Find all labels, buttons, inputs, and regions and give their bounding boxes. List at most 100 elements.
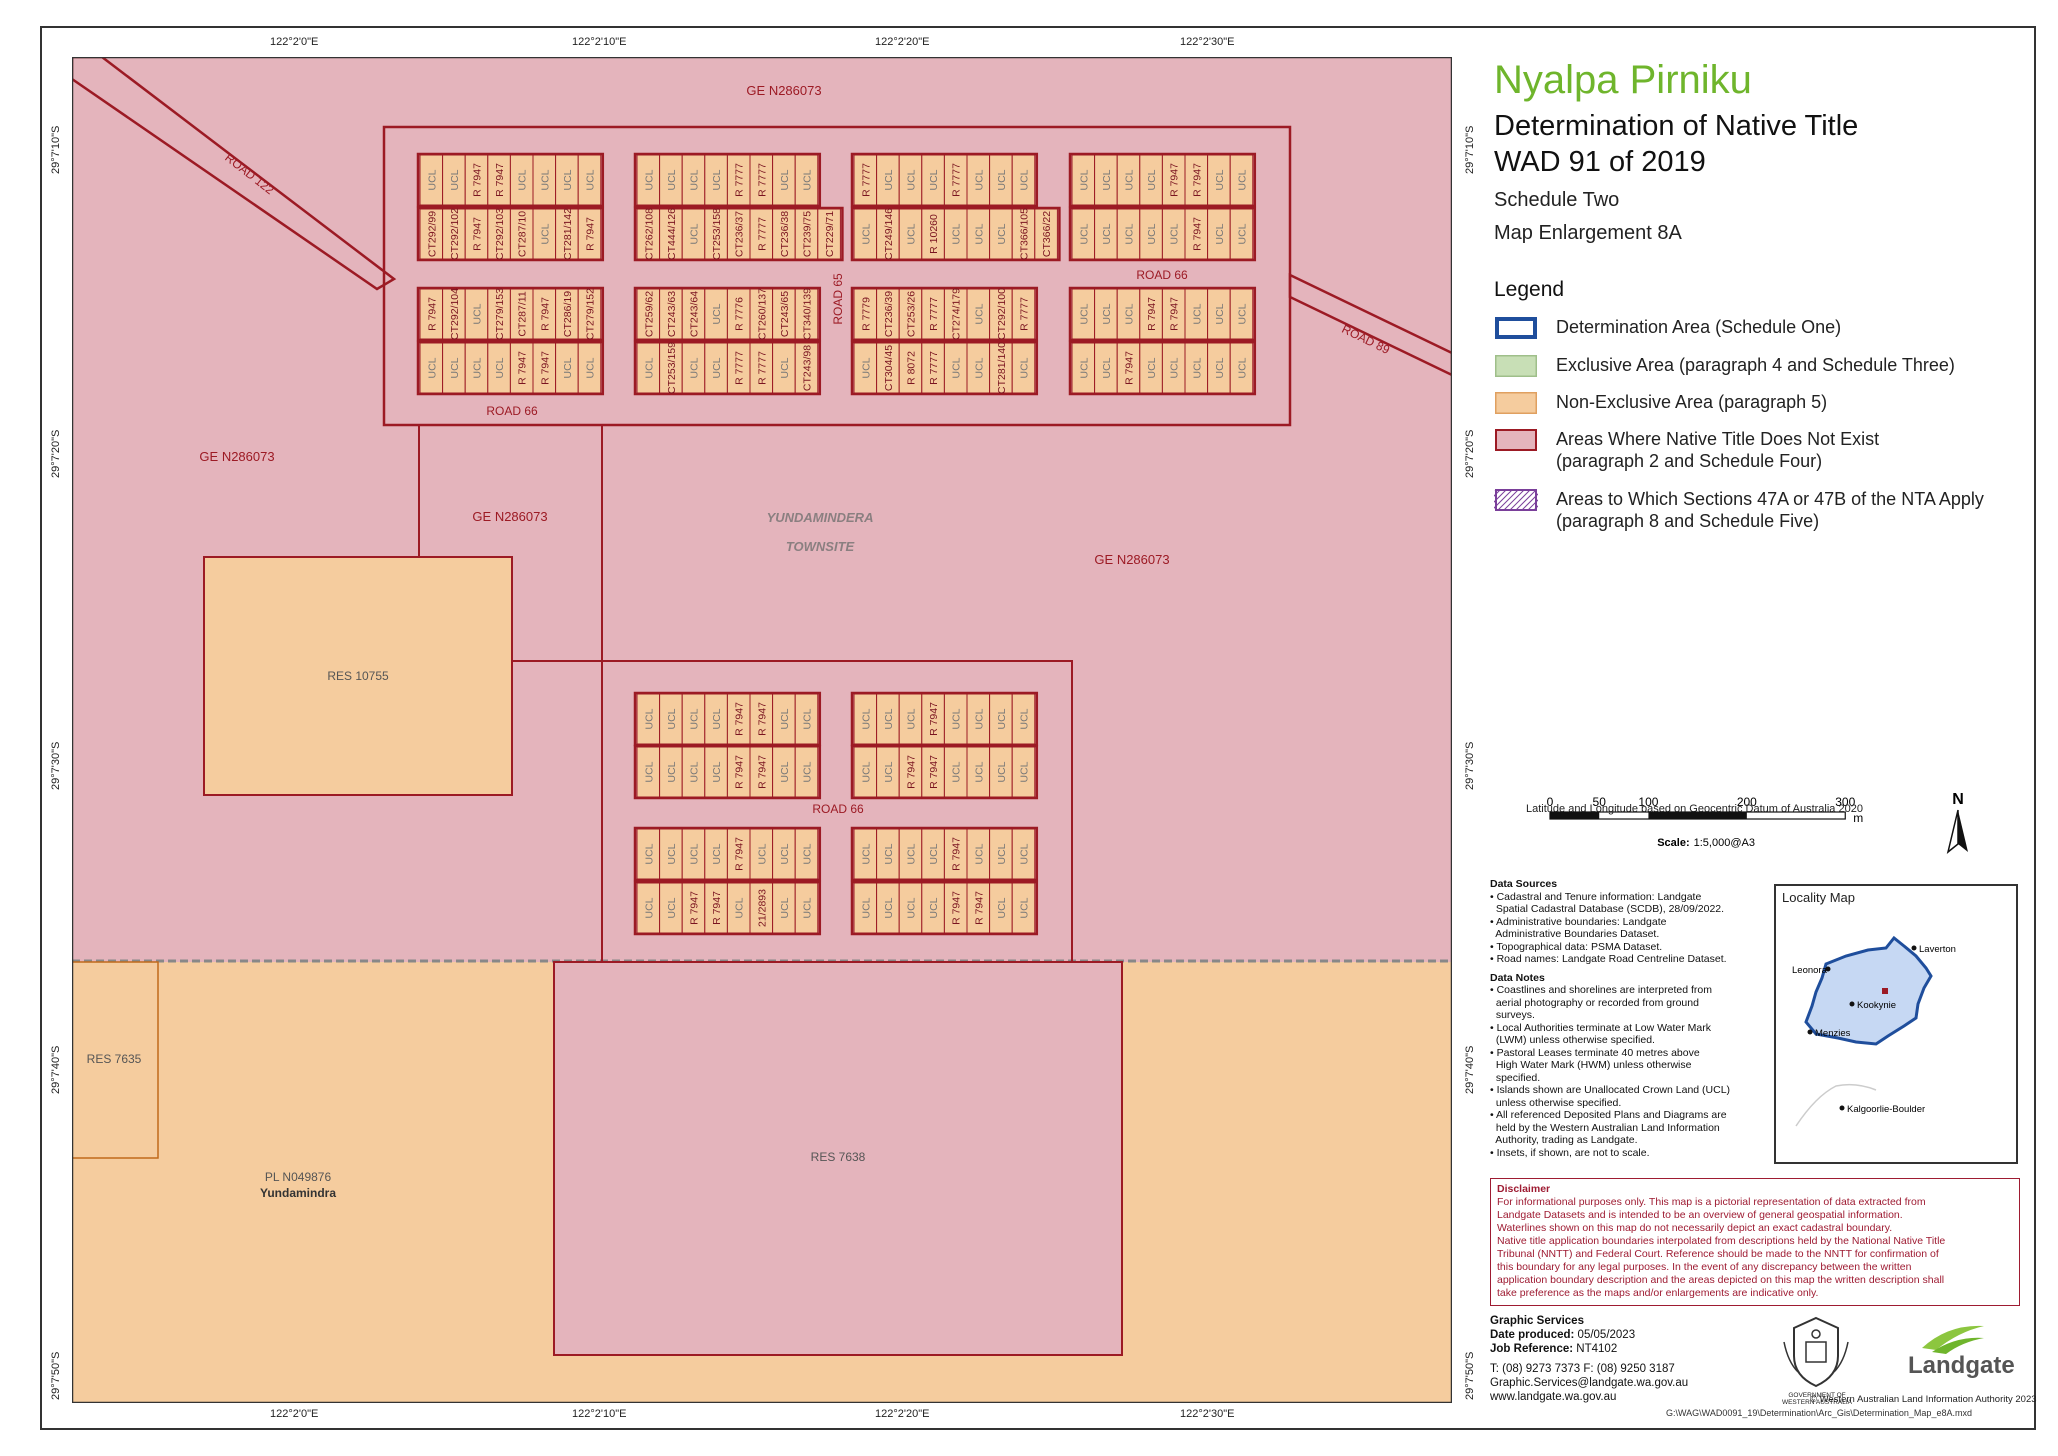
website-link[interactable]: www.landgate.wa.gov.au (1490, 1391, 1617, 1403)
coord-top-2: 122°2'20"E (875, 36, 930, 48)
lot-label: R 8072 (906, 351, 918, 385)
lot-parcel[interactable] (577, 342, 602, 394)
copyright-text: © Western Australian Land Information Au… (1810, 1394, 2037, 1405)
lot-label: R 7947 (426, 297, 438, 331)
lot-group (633, 206, 844, 262)
lot-label: UCL (1214, 357, 1226, 378)
lot-label: UCL (906, 843, 918, 864)
lot-parcel[interactable] (1229, 342, 1254, 394)
lot-parcel[interactable] (1011, 746, 1036, 798)
lot-parcel[interactable] (817, 208, 841, 260)
lot-label: UCL (643, 897, 655, 918)
road-122[interactable] (72, 57, 397, 291)
lot-label: UCL (472, 303, 484, 324)
svg-text:100: 100 (1638, 795, 1658, 809)
lot-label: UCL (689, 761, 701, 782)
lot-label: R 7947 (756, 755, 768, 789)
lot-group (850, 286, 1039, 342)
lot-label: UCL (779, 761, 791, 782)
res-10755-parcel[interactable] (203, 556, 513, 796)
lot-label: CT239/75 (802, 211, 814, 257)
file-path-text: G:\WAG\WAD0091_19\Determination\Arc_Gis\… (1666, 1408, 1972, 1418)
lot-label: UCL (1078, 357, 1090, 378)
lot-parcel[interactable] (794, 882, 819, 934)
north-arrow-icon: N (1946, 791, 1968, 854)
res-7638-label: RES 7638 (811, 1150, 866, 1164)
lot-parcel[interactable] (577, 154, 602, 206)
lot-label: UCL (734, 897, 746, 918)
lot-label: R 7947 (1146, 297, 1158, 331)
road-66-label-b: ROAD 66 (1136, 268, 1188, 282)
lot-label: R 7777 (734, 351, 746, 385)
lot-label: R 7947 (472, 163, 484, 197)
lot-label: CT366/22 (1041, 211, 1053, 257)
lot-label: CT236/38 (779, 211, 791, 257)
lot-label: UCL (779, 169, 791, 190)
lot-parcel[interactable] (1011, 342, 1036, 394)
res-7638-parcel[interactable] (553, 961, 1123, 1356)
lot-parcel[interactable] (794, 828, 819, 880)
lot-parcel[interactable] (794, 693, 819, 745)
lot-parcel[interactable] (1229, 208, 1254, 260)
lot-label: UCL (711, 761, 723, 782)
lot-label: UCL (802, 843, 814, 864)
lot-label: UCL (973, 223, 985, 244)
legend-item-3: Areas Where Native Title Does Not Exist … (1494, 428, 1879, 472)
lot-label: UCL (1237, 223, 1249, 244)
lot-label: UCL (928, 843, 940, 864)
map-subtitle-1: Determination of Native Title (1494, 110, 1859, 142)
lot-parcel[interactable] (1011, 828, 1036, 880)
lot-parcel[interactable] (1229, 154, 1254, 206)
lot-label: R 7777 (756, 217, 768, 251)
lot-parcel[interactable] (1011, 288, 1036, 340)
coord-left-2: 29°7'30"S (50, 741, 62, 790)
lot-group (850, 880, 1039, 936)
map-extent-marker (1882, 988, 1888, 994)
lot-label: R 7947 (756, 702, 768, 736)
coord-bottom-3: 122°2'30"E (1180, 1408, 1235, 1420)
coord-right-1: 29°7'20"S (1464, 429, 1476, 478)
coord-bottom-0: 122°2'0"E (270, 1408, 319, 1420)
coord-top-3: 122°2'30"E (1180, 36, 1235, 48)
lot-parcel[interactable] (794, 342, 819, 394)
lot-parcel[interactable] (577, 288, 602, 340)
lot-parcel[interactable] (1034, 208, 1058, 260)
coord-left-0: 29°7'10"S (50, 125, 62, 174)
lot-label: R 7947 (906, 755, 918, 789)
lot-label: UCL (539, 169, 551, 190)
legend-swatch (1494, 489, 1538, 511)
coord-left-1: 29°7'20"S (50, 429, 62, 478)
determination-area-shape (1804, 935, 1933, 1046)
lot-label: CT292/102 (449, 208, 461, 260)
lot-group (416, 206, 605, 262)
svg-text:N: N (1952, 791, 1964, 808)
lot-label: UCL (860, 708, 872, 729)
lot-label: UCL (779, 843, 791, 864)
lot-parcel[interactable] (1229, 288, 1254, 340)
townsite-south-block (512, 660, 1073, 962)
lot-group (1068, 286, 1257, 342)
lot-parcel[interactable] (794, 288, 819, 340)
lot-label: UCL (1019, 169, 1031, 190)
email-link[interactable]: Graphic.Services@landgate.wa.gov.au (1490, 1377, 1689, 1389)
lot-label: CT253/159 (666, 342, 678, 394)
town-label: Laverton (1919, 944, 1956, 955)
lot-parcel[interactable] (794, 154, 819, 206)
coord-bottom-2: 122°2'20"E (875, 1408, 930, 1420)
lot-label: UCL (860, 223, 872, 244)
lot-parcel[interactable] (794, 746, 819, 798)
lot-parcel[interactable] (1011, 693, 1036, 745)
lot-label: UCL (1214, 223, 1226, 244)
town-label: Kalgoorlie-Boulder (1847, 1104, 1925, 1115)
lot-parcel[interactable] (577, 208, 602, 260)
res-7635-parcel[interactable] (72, 961, 159, 1159)
lot-label: UCL (883, 708, 895, 729)
road-65-label: ROAD 65 (831, 273, 845, 325)
legend-swatch (1495, 429, 1537, 451)
lot-parcel[interactable] (1011, 154, 1036, 206)
lot-label: UCL (860, 357, 872, 378)
lot-parcel[interactable] (1011, 882, 1036, 934)
lot-label: UCL (951, 708, 963, 729)
disclaimer-box: Disclaimer For informational purposes on… (1490, 1178, 2020, 1306)
